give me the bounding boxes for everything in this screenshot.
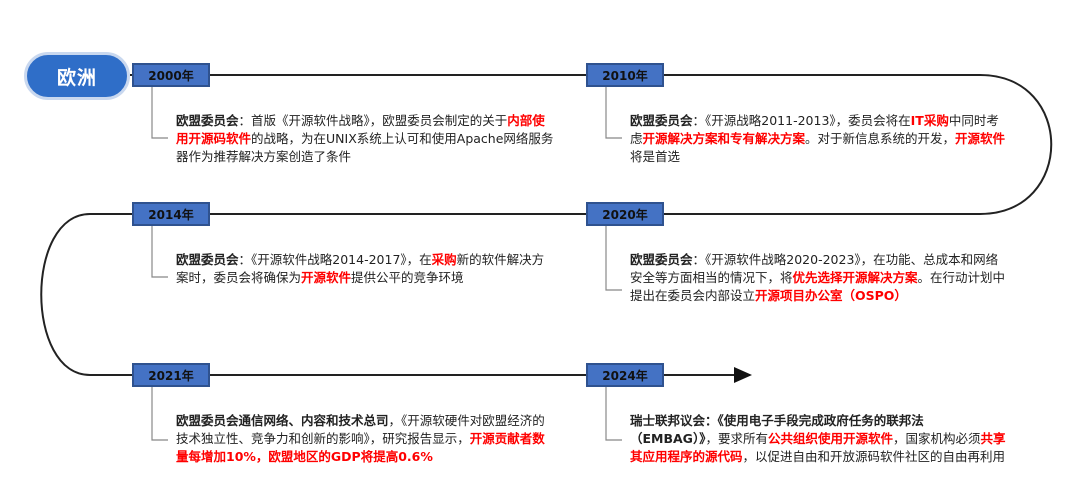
milestone-text-part: 开源解决方案和专有解决方案 xyxy=(642,131,806,146)
timeline-path xyxy=(40,74,1053,383)
milestone-text-part: ，国家机构必须 xyxy=(892,431,981,446)
milestone-text-2021: 欧盟委员会通信网络、内容和技术总司，《开源软硬件对欧盟经济的技术独立性、竞争力和… xyxy=(176,412,556,466)
connector-2000 xyxy=(151,87,168,139)
milestone-text-part: 的战略，为在UNIX系统上认可和使用Apache网络服务器作为推荐解决方案创造了… xyxy=(176,131,554,164)
milestone-text-2020: 欧盟委员会：《开源软件战略2020-2023》，在功能、总成本和网络安全等方面相… xyxy=(630,251,1010,305)
milestone-text-part: ，《开源软硬件对欧盟经济的技术独立性、竞争力和创新的影响》，研究报告显示， xyxy=(176,413,545,446)
milestone-text-part: ，要求所有 xyxy=(705,431,768,446)
milestone-text-part: IT采购 xyxy=(910,113,949,128)
year-label-2024: 2024年 xyxy=(586,363,664,387)
milestone-text-part: 。对于新信息系统的开发， xyxy=(805,131,956,146)
milestone-text-part: 中同时考虑 xyxy=(630,113,999,146)
milestone-text-part: 公共组织使用开源软件 xyxy=(767,431,893,446)
milestone-text-part: 新的软件解决方案时，委员会将确保为 xyxy=(176,252,545,285)
milestone-text-part: 欧盟委员会 xyxy=(176,252,239,267)
year-label-2021: 2021年 xyxy=(132,363,210,387)
milestone-text-part: ：《开源战略2011-2013》，委员会将在 xyxy=(692,113,911,128)
year-label-2010: 2010年 xyxy=(586,63,664,87)
milestone-text-part: 内部使用开源码软件 xyxy=(176,113,545,146)
milestone-text-2024: 瑞士联邦议会：《使用电子手段完成政府任务的联邦法（EMBAG）》，要求所有公共组… xyxy=(630,412,1010,466)
milestone-text-part: 采购 xyxy=(431,252,457,267)
region-badge: 欧洲 xyxy=(24,52,130,100)
connector-2014 xyxy=(151,226,168,278)
milestone-text-part: 瑞士联邦议会：《使用电子手段完成政府任务的联邦法（EMBAG）》 xyxy=(630,413,924,446)
year-label-2014: 2014年 xyxy=(132,202,210,226)
milestone-text-part: 。在行动计划中提出在委员会内部设立 xyxy=(630,270,1006,303)
milestone-text-part: 提供公平的竞争环境 xyxy=(351,270,464,285)
milestone-text-part: 开源软件 xyxy=(955,131,1006,146)
milestone-text-part: 共享其应用程序的源代码 xyxy=(630,431,1006,464)
milestone-text-2000: 欧盟委员会：首版《开源软件战略》，欧盟委员会制定的关于内部使用开源码软件的战略，… xyxy=(176,112,556,166)
milestone-text-part: 开源软件 xyxy=(301,270,352,285)
milestone-text-part: 优先选择开源解决方案 xyxy=(792,270,918,285)
year-label-2020: 2020年 xyxy=(586,202,664,226)
milestone-text-part: 欧盟委员会 xyxy=(176,113,239,128)
milestone-text-part: 将是首选 xyxy=(630,149,681,164)
milestone-text-part: 欧盟委员会 xyxy=(630,252,693,267)
milestone-text-part: ：首版《开源软件战略》，欧盟委员会制定的关于 xyxy=(238,113,508,128)
connector-2010 xyxy=(605,87,622,139)
year-label-2000: 2000年 xyxy=(132,63,210,87)
milestone-text-part: ，以促进自由和开放源码软件社区的自由再利用 xyxy=(742,449,1006,464)
milestone-text-part: ：《开源软件战略2014-2017》，在 xyxy=(238,252,432,267)
milestone-text-2010: 欧盟委员会：《开源战略2011-2013》，委员会将在IT采购中同时考虑开源解决… xyxy=(630,112,1010,166)
milestone-text-part: 开源贡献者数量每增加10%，欧盟地区的GDP将提高0.6% xyxy=(176,431,545,464)
connector-2020 xyxy=(605,226,622,291)
milestone-text-part: 开源项目办公室（OSPO） xyxy=(755,288,907,303)
milestone-text-part: ：《开源软件战略2020-2023》，在功能、总成本和网络安全等方面相当的情况下… xyxy=(630,252,999,285)
milestone-text-part: 欧盟委员会通信网络、内容和技术总司 xyxy=(176,413,389,428)
connector-2024 xyxy=(605,387,622,441)
milestone-text-2014: 欧盟委员会：《开源软件战略2014-2017》，在采购新的软件解决方案时，委员会… xyxy=(176,251,556,287)
milestone-text-part: 欧盟委员会 xyxy=(630,113,693,128)
connector-2021 xyxy=(151,387,168,441)
